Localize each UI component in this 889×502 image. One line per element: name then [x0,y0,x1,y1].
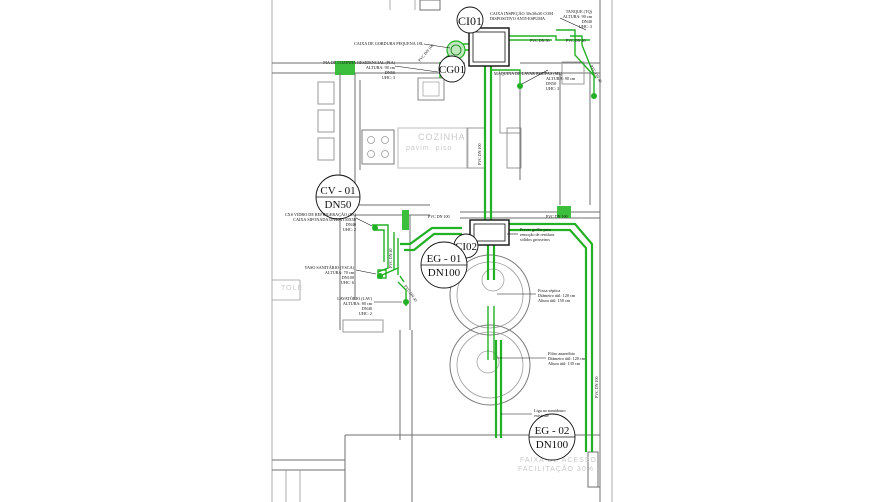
svg-text:ALTURA: 90 cm: ALTURA: 90 cm [546,76,576,81]
tag-eg02-line1: EG - 02 [535,425,570,437]
pipe-label-6: PVC DN 100 [546,214,568,219]
annotation-pia: PIA DE COZINHA RESIDENCIAL (PIA) ALTURA:… [323,60,395,80]
svg-text:DN50: DN50 [385,70,395,75]
pipe-label-7: PVC DN 40 [388,248,393,268]
annotation-lavatorio: LAVATÓRIO (LAV) ALTURA: 80 cm DN40 UHC: … [337,296,373,316]
leader-lines [355,17,587,415]
ralo-drain-icon [372,225,378,231]
annotation-ralo: CXS VIDRO DE REFRIGERAÇÃO (RS) CAIXA SIF… [285,212,357,232]
svg-text:ALTURA: 80 cm: ALTURA: 80 cm [343,301,373,306]
tag-eg01-line1: EG - 01 [427,253,462,265]
svg-text:PIA DE COZINHA RESIDENCIAL (PI: PIA DE COZINHA RESIDENCIAL (PIA) [323,60,395,65]
svg-text:DN50: DN50 [546,81,556,86]
svg-text:CXS VIDRO DE REFRIGERAÇÃO (RS): CXS VIDRO DE REFRIGERAÇÃO (RS) [285,212,357,217]
svg-text:CAIXA SIFONADA DN40X150X50: CAIXA SIFONADA DN40X150X50 [293,217,356,222]
tag-cg01: CG01 [438,55,466,83]
tag-cv01-line1: CV - 01 [320,185,355,197]
area-sign-line2: FACILITAÇÃO 30% [518,464,594,473]
annotation-fossa: Fossa séptica Diâmetro útil: 120 cm Altu… [538,288,576,303]
tag-eg01: EG - 01 DN100 [420,241,468,289]
tag-eg02-line2: DN100 [536,439,569,451]
svg-text:DN40: DN40 [346,222,356,227]
svg-text:Prever grelha para: Prever grelha para [520,227,551,232]
fossa-septica [449,254,531,336]
pipe-label-1: PVC DN 50 [530,38,550,43]
svg-text:existente: existente [534,413,549,418]
svg-text:ALTURA: 70 cm: ALTURA: 70 cm [325,270,355,275]
svg-text:VASO SANITÁRIO (VSCA): VASO SANITÁRIO (VSCA) [305,265,355,270]
svg-text:DN100: DN100 [342,275,354,280]
sewage-pipes [372,29,597,452]
svg-text:remoção de resíduos: remoção de resíduos [520,232,555,237]
tag-ci01-text: CI01 [458,14,482,28]
svg-text:Filtro anaeróbio: Filtro anaeróbio [548,351,575,356]
annotation-tanque: TANQUE (TQ) ALTURA: 90 cm DN40 UHC: 3 [563,9,593,29]
annotation-maquina: MÁQUINA DE LAVAR ROUPAS (ML) ALTURA: 90 … [494,71,576,91]
annotation-ci01: CAIXA INSPEÇÃO 30x30x30 COM DISPOSITIVO … [490,11,553,21]
tag-eg02: EG - 02 DN100 [528,413,576,461]
svg-text:ALTURA: 90 cm: ALTURA: 90 cm [366,65,396,70]
annotation-sumidouro: Liga ao sumidouro existente [534,408,566,418]
svg-text:UHC: 2: UHC: 2 [343,227,356,232]
annotation-vaso: VASO SANITÁRIO (VSCA) ALTURA: 70 cm DN10… [305,265,355,285]
filtro-anaerobio [449,324,531,406]
pipe-label-2: PVC DN 40 [566,38,586,43]
svg-text:MÁQUINA DE LAVAR ROUPAS (ML): MÁQUINA DE LAVAR ROUPAS (ML) [494,71,563,76]
pipe-label-8: PVC DN 100 [594,376,599,398]
svg-text:UHC: 3: UHC: 3 [546,86,559,91]
tag-cv01: CV - 01 DN50 [315,174,361,220]
svg-text:DISPOSITIVO ANTI-ESPUMA: DISPOSITIVO ANTI-ESPUMA [490,16,545,21]
svg-text:DN40: DN40 [362,306,372,311]
svg-text:Altura útil: 150 cm: Altura útil: 150 cm [538,298,571,303]
tag-cg01-text: CG01 [439,64,465,76]
tag-cv01-line2: DN50 [325,199,352,211]
annotation-filtro: Filtro anaeróbio Diâmetro útil: 120 cm A… [548,351,586,366]
svg-text:LAVATÓRIO (LAV): LAVATÓRIO (LAV) [337,296,372,301]
svg-text:TANQUE (TQ): TANQUE (TQ) [566,9,593,14]
svg-text:Fossa séptica: Fossa séptica [538,288,560,293]
tag-ci01: CI01 [456,6,484,34]
caixa-inspecao-ci01 [468,27,510,67]
room-label-kitchen-sub: pavim. piso [406,145,452,152]
svg-text:DN40: DN40 [582,19,592,24]
svg-text:Liga ao sumidouro: Liga ao sumidouro [534,408,566,413]
svg-text:Diâmetro útil: 120 cm: Diâmetro útil: 120 cm [548,356,586,361]
svg-text:UHC: 3: UHC: 3 [382,75,395,80]
architectural-walls [271,0,613,502]
vaso-drain-icon [377,273,383,279]
pipe-label-5: PVC DN 100 [428,214,450,219]
room-label-kitchen: COZINHA [418,132,466,142]
svg-text:Altura útil: 130 cm: Altura útil: 130 cm [548,361,581,366]
tanque-drain-icon [591,93,597,99]
svg-text:UHC: 2: UHC: 2 [359,311,372,316]
svg-text:CAIXA INSPEÇÃO 30x30x30 COM: CAIXA INSPEÇÃO 30x30x30 COM [490,11,553,16]
tag-eg01-line2: DN100 [428,267,461,279]
svg-text:Diâmetro útil: 120 cm: Diâmetro útil: 120 cm [538,293,576,298]
svg-text:sólidos grosseiros: sólidos grosseiros [520,237,550,242]
maquina-drain-icon [517,83,523,89]
annotation-caixa-gordura: CAIXA DE GORDURA PEQUENA 18L [354,41,424,46]
left-marker-label: TOLE [281,285,303,292]
area-sign-line1: FAIXA DE ACESSO [520,457,597,464]
svg-text:ALTURA: 90 cm: ALTURA: 90 cm [563,14,593,19]
svg-text:UHC: 3: UHC: 3 [579,24,592,29]
pipe-label-4: PVC DN 100 [477,143,482,165]
svg-text:UHC: 6: UHC: 6 [341,280,354,285]
annotation-ci02: Prever grelha para remoção de resíduos s… [520,227,555,242]
caixa-gordura-cg01 [446,40,466,60]
